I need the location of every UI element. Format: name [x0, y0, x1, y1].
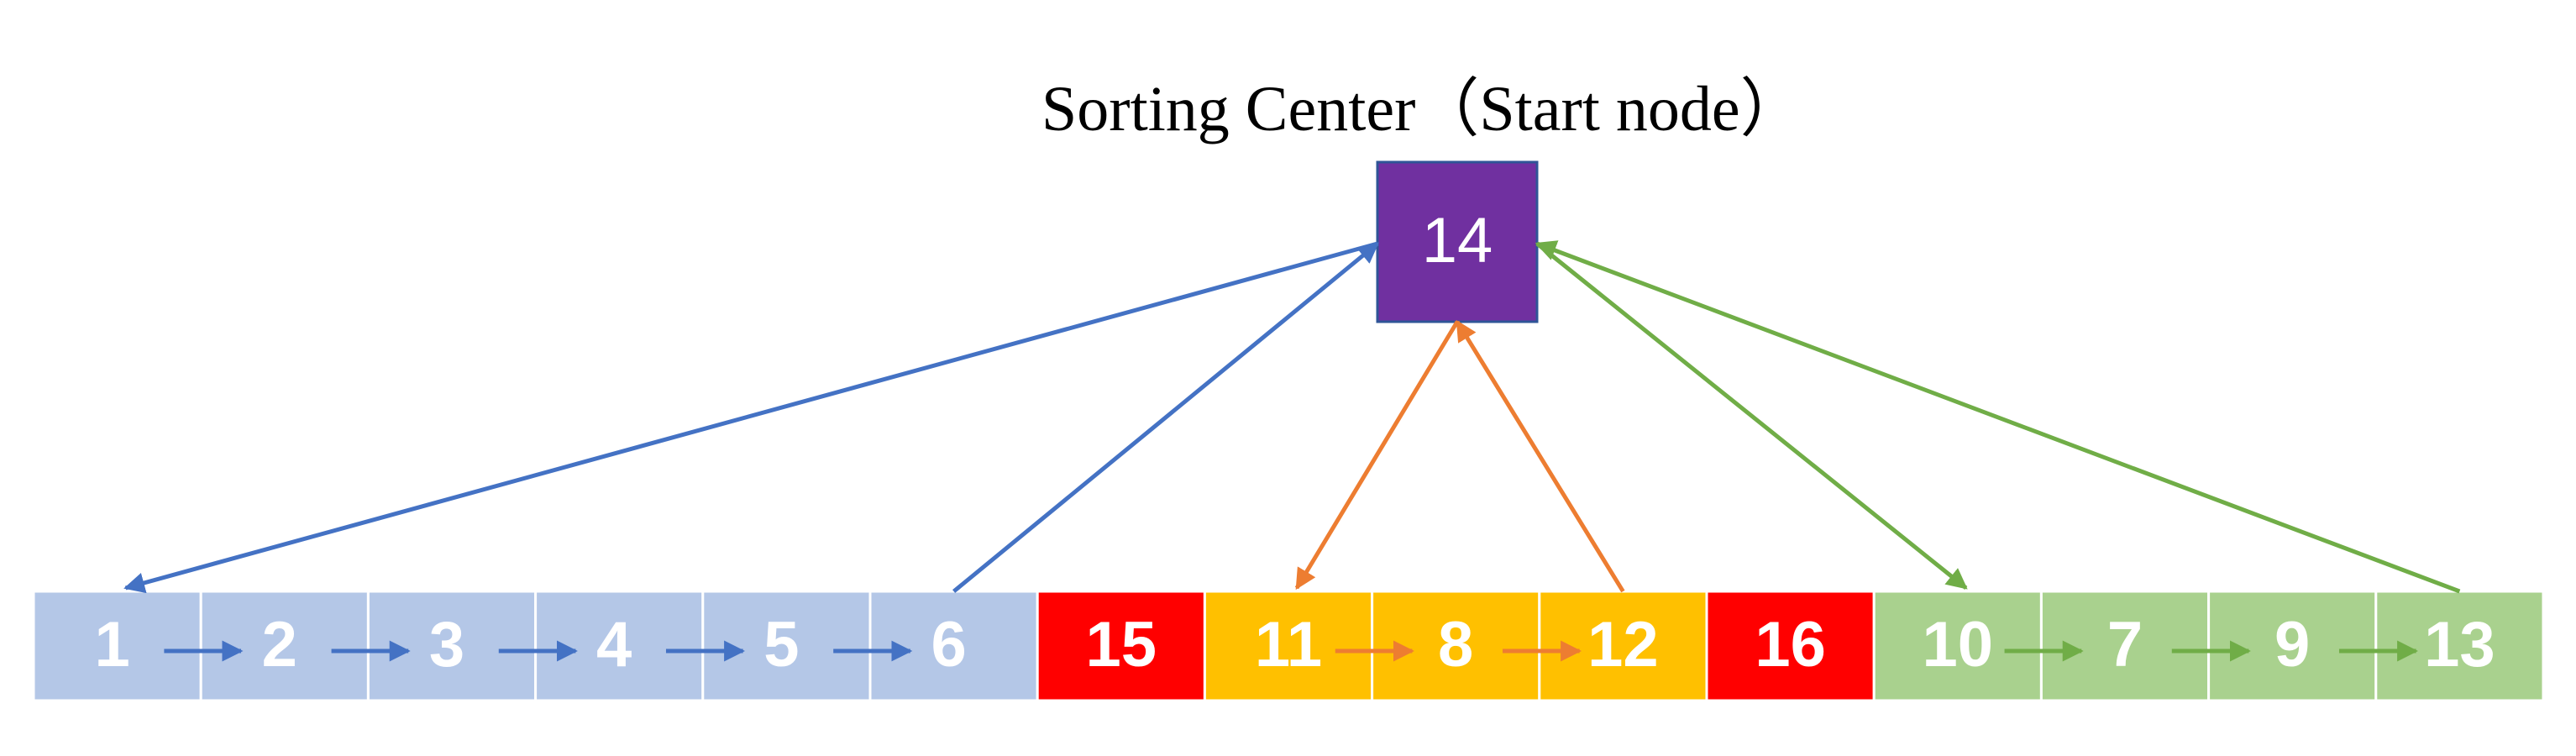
arrow-depot-to-1	[123, 241, 1378, 594]
node-label-6: 6	[931, 609, 966, 680]
node-label-15: 15	[1086, 609, 1157, 680]
node-label-4: 4	[596, 609, 632, 680]
depot-connection-arrows	[123, 240, 2461, 594]
node-label-2: 2	[262, 609, 297, 680]
node-cell-16	[1705, 590, 1876, 702]
node-label-12: 12	[1587, 609, 1659, 680]
node-label-16: 16	[1755, 609, 1826, 680]
arrow-13-to-depot	[1535, 240, 2461, 594]
node-label-7: 7	[2107, 609, 2143, 680]
node-label-5: 5	[763, 609, 799, 680]
node-label-13: 13	[2424, 609, 2495, 680]
sorting-center-label: 14	[1422, 205, 1493, 276]
node-label-10: 10	[1923, 609, 1994, 680]
node-label-9: 9	[2274, 609, 2310, 680]
node-label-8: 8	[1438, 609, 1473, 680]
node-cell-5	[701, 590, 872, 702]
node-cell-1	[32, 590, 202, 702]
node-cell-15	[1036, 590, 1206, 702]
sorting-center-node: 14	[1376, 160, 1539, 323]
arrow-depot-to-11	[1294, 320, 1460, 591]
arrow-depot-to-10	[1535, 242, 1968, 590]
node-cell-10	[1872, 590, 2043, 702]
arrow-6-to-depot	[952, 242, 1379, 593]
node-cell-11	[1203, 590, 1374, 702]
node-label-3: 3	[429, 609, 464, 680]
arrow-12-to-depot	[1455, 319, 1625, 593]
node-label-11: 11	[1255, 609, 1322, 680]
node-label-1: 1	[94, 609, 129, 680]
diagram-title: Sorting Center（Start node）	[1041, 74, 1804, 144]
sorting-center-box	[1376, 160, 1539, 323]
